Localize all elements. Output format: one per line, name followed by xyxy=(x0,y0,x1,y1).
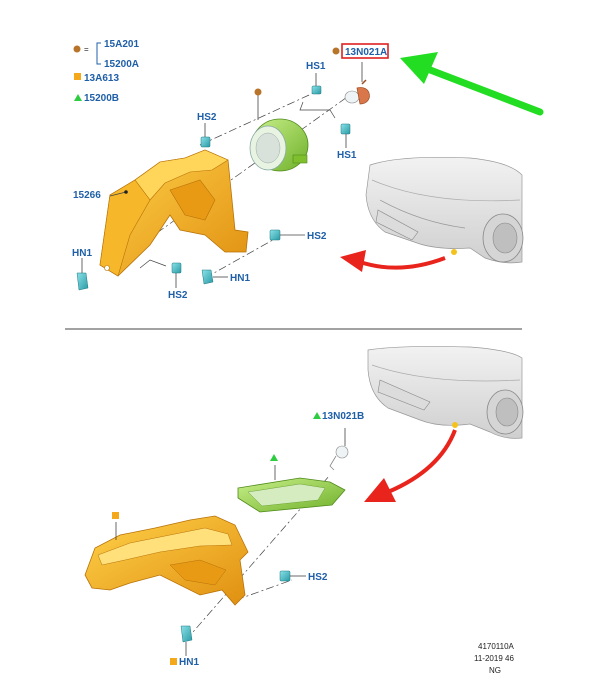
fastener-hs2-c xyxy=(171,262,182,288)
centre-line xyxy=(235,579,293,601)
callout-hs2[interactable]: HS2 xyxy=(308,572,328,583)
callout-hn1[interactable]: HN1 xyxy=(230,273,250,284)
callout-hs1[interactable]: HS1 xyxy=(306,61,326,72)
green-triangle-icon xyxy=(74,94,82,101)
callout-hn1[interactable]: HN1 xyxy=(72,248,92,259)
callout-hs2[interactable]: HS2 xyxy=(168,290,188,301)
doc-number: 4170110A xyxy=(478,642,515,651)
callout-15266[interactable]: 15266 xyxy=(73,190,101,201)
car-front-illustration xyxy=(367,346,524,439)
centre-line xyxy=(204,235,281,279)
legend-code-15200a[interactable]: 15200A xyxy=(104,59,139,70)
legend-code-15200b[interactable]: 15200B xyxy=(84,93,119,104)
legend-code-13a613[interactable]: 13A613 xyxy=(84,73,119,84)
leader-line xyxy=(139,259,167,269)
callout-13n021b[interactable]: 13N021B xyxy=(322,411,364,422)
orange-square-icon xyxy=(112,512,119,519)
brown-circle-icon xyxy=(73,45,81,53)
green-triangle-icon xyxy=(270,454,278,461)
clip-hn1 xyxy=(180,625,193,656)
legend: = 15A201 15200A 13A613 15200B xyxy=(73,39,139,104)
fastener-hs2-a xyxy=(200,123,211,148)
fog-lamp-bottom xyxy=(237,465,346,513)
callout-hs1[interactable]: HS1 xyxy=(337,150,357,161)
top-assembly: 13N021A HS1 HS1 HS2 HS2 HS2 15266 HN1 HN… xyxy=(72,43,544,301)
clip-hn1-b xyxy=(201,269,228,285)
leader-line xyxy=(109,191,127,197)
orange-square-icon xyxy=(170,658,177,665)
callout-hs2[interactable]: HS2 xyxy=(307,231,327,242)
car-front-illustration xyxy=(365,156,524,264)
document-info: 4170110A 11-2019 46 NG xyxy=(474,642,515,675)
callout-hs2[interactable]: HS2 xyxy=(197,112,217,123)
fastener-hs2 xyxy=(279,570,306,582)
fog-lamp-top xyxy=(249,88,309,172)
centre-line xyxy=(199,89,321,146)
red-curved-arrow-icon xyxy=(340,250,446,272)
doc-region: NG xyxy=(489,666,501,675)
fastener-hs1-b xyxy=(340,123,351,148)
brown-circle-icon xyxy=(332,47,340,55)
orange-square-icon xyxy=(74,73,81,80)
bulb-bottom xyxy=(329,428,349,471)
fog-lamp-bracket xyxy=(99,149,249,277)
legend-code-15a201[interactable]: 15A201 xyxy=(104,39,139,50)
bottom-assembly: 13N021B HS2 HN1 xyxy=(84,346,524,668)
fog-lamp-bracket-bottom xyxy=(84,515,249,606)
doc-date: 11-2019 46 xyxy=(474,654,514,663)
green-arrow-icon xyxy=(400,52,544,116)
svg-text:=: = xyxy=(84,45,89,54)
brown-circle-icon xyxy=(254,88,262,96)
callout-hn1[interactable]: HN1 xyxy=(179,657,199,668)
green-triangle-icon xyxy=(313,412,321,419)
clip-hn1-a xyxy=(76,258,89,291)
red-curved-arrow-icon xyxy=(364,429,457,502)
leader-line xyxy=(299,101,336,119)
fastener-hs2-b xyxy=(269,229,305,241)
highlight-box xyxy=(341,43,389,59)
legend-brace xyxy=(96,42,101,65)
bulb-top xyxy=(344,62,370,105)
callout-13n021a[interactable]: 13N021A xyxy=(345,47,387,58)
fastener-hs1-a xyxy=(311,73,322,95)
